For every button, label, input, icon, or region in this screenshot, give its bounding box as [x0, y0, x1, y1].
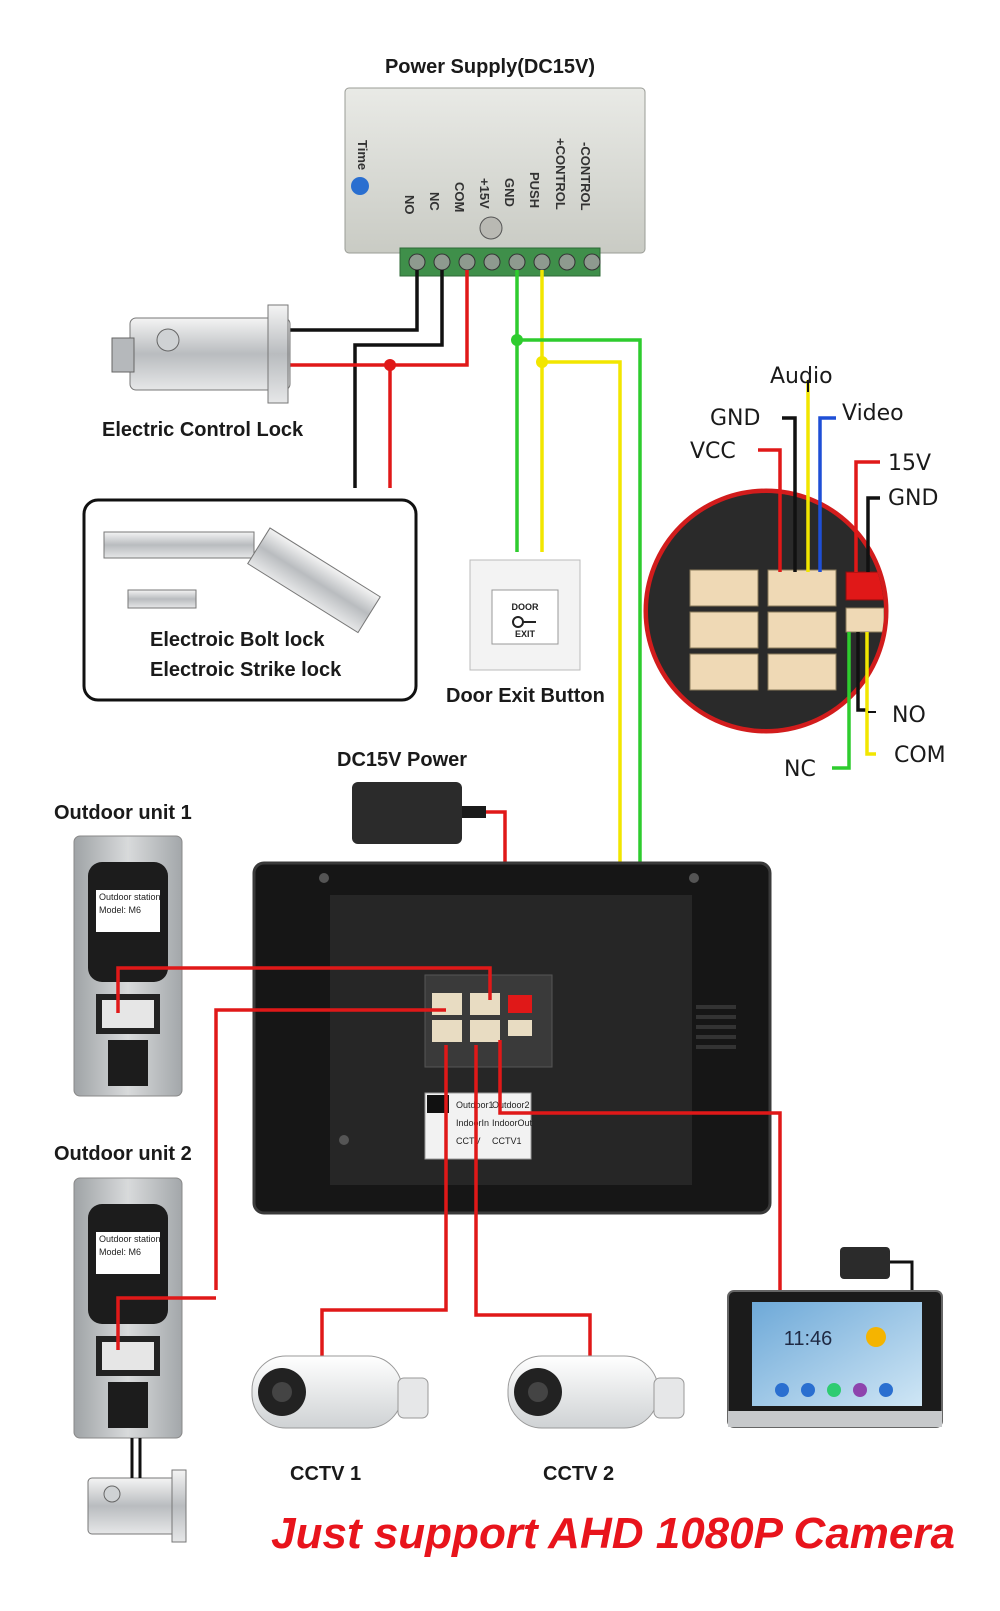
electric-control-lock-label: Electric Control Lock	[102, 419, 304, 441]
terminal-nc-label: NC	[427, 192, 442, 211]
bolt-strike-lock-box	[82, 498, 418, 702]
power-supply-box	[344, 87, 646, 277]
monitor-vent	[696, 1005, 736, 1049]
door-exit-button-label: Door Exit Button	[446, 685, 605, 707]
door-exit-button-image: DOOR EXIT	[469, 559, 581, 671]
outdoor-1-station-text: Outdoor station	[99, 892, 161, 902]
terminal-com-label: COM	[452, 182, 467, 212]
terminal-push-label: PUSH	[527, 172, 542, 208]
main-monitor-back	[252, 861, 772, 1215]
callout-gnd-top-label: GND	[710, 406, 760, 431]
time-label: Time	[355, 140, 370, 170]
cctv-2-label: CCTV 2	[543, 1463, 614, 1485]
callout-audio-label: Audio	[770, 364, 833, 389]
callout-gnd-right-label: GND	[888, 486, 938, 511]
cctv-2-camera-image	[507, 1355, 685, 1429]
sticker-cctv1: CCTV1	[492, 1136, 522, 1146]
outdoor-2-model-text: Model: M6	[99, 1247, 141, 1257]
exit-plate-text-1: DOOR	[512, 602, 540, 612]
sticker-outdoor2: Outdoor2	[492, 1100, 530, 1110]
callout-vcc-label: VCC	[690, 439, 736, 464]
indoor-monitor-clock: 11:46	[784, 1328, 833, 1350]
outdoor-2-station-text: Outdoor station	[99, 1234, 161, 1244]
outdoor-unit-1-label: Outdoor unit 1	[54, 802, 192, 824]
exit-plate-text-2: EXIT	[515, 629, 536, 639]
power-terminal-labels: NO NC COM +15V GND PUSH +CONTROL -CONTRO…	[402, 138, 593, 215]
outdoor-1-model-text: Model: M6	[99, 905, 141, 915]
callout-com-label: COM	[894, 743, 946, 768]
strike-lock-label: Electroic Strike lock	[150, 659, 342, 681]
sticker-indoor-in: IndoorIn	[456, 1118, 489, 1128]
lock-wires	[285, 270, 469, 488]
monitor-sticker-text: Outdoor1 Outdoor2 IndoorIn IndoorOut CCT…	[456, 1100, 533, 1146]
outdoor-2-lock-image	[87, 1438, 187, 1543]
electric-control-lock-image	[111, 304, 291, 404]
dc-power-label: DC15V Power	[337, 749, 467, 771]
banner-text: Just support AHD 1080P Camera	[271, 1509, 955, 1558]
callout-15v-label: 15V	[888, 451, 931, 476]
terminal-minus-control-label: -CONTROL	[578, 142, 593, 211]
sticker-indoor-out: IndoorOut	[492, 1118, 533, 1128]
cctv-1-camera-image	[251, 1355, 429, 1429]
callout-no-label: NO	[892, 703, 926, 728]
cctv-1-label: CCTV 1	[290, 1463, 361, 1485]
terminal-15v-label: +15V	[477, 178, 492, 209]
bolt-lock-label: Electroic Bolt lock	[150, 629, 325, 651]
device-wires	[116, 966, 782, 1356]
terminal-no-label: NO	[402, 195, 417, 215]
power-time-knob: Time	[351, 140, 503, 240]
terminal-plus-control-label: +CONTROL	[553, 138, 568, 210]
power-supply-title: Power Supply(DC15V)	[385, 56, 595, 78]
outdoor-unit-2-image	[73, 1177, 183, 1439]
outdoor-unit-2-label: Outdoor unit 2	[54, 1143, 192, 1165]
power-terminal-screws	[408, 253, 601, 271]
terminal-gnd-label: GND	[502, 178, 517, 207]
connector-callout	[643, 380, 889, 770]
indoor-monitor-adapter	[840, 1247, 914, 1291]
outdoor-unit-1-image	[73, 835, 183, 1097]
callout-nc-label: NC	[784, 757, 816, 782]
callout-video-label: Video	[842, 401, 904, 426]
indoor-monitor-image	[727, 1290, 943, 1428]
sticker-cctv: CCTV	[456, 1136, 481, 1146]
